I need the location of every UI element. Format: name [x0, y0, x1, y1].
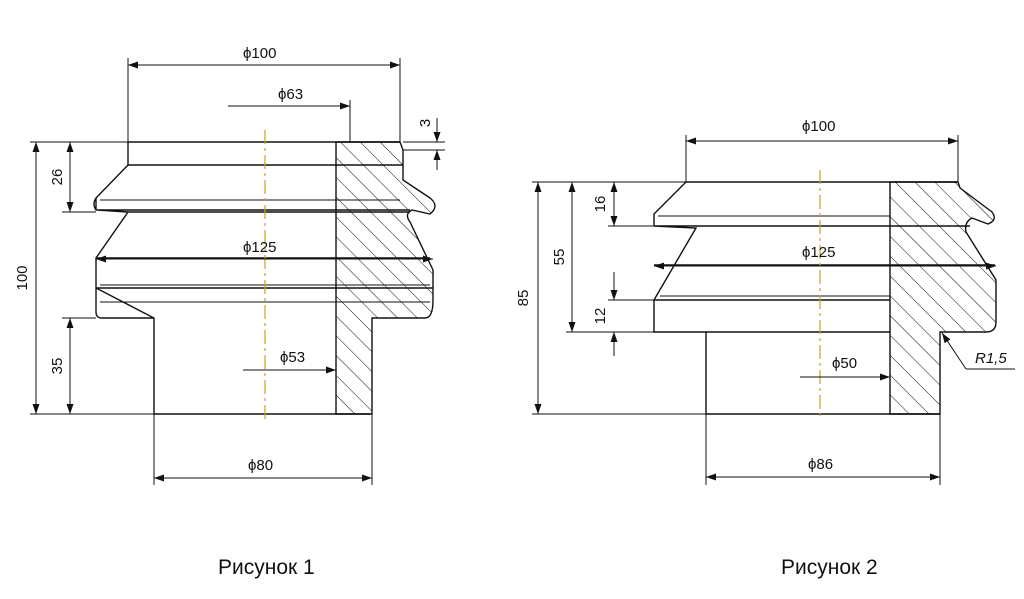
figure-1-dim-d80: ϕ80: [248, 457, 273, 474]
figure-2-dim-h16: 16: [592, 196, 609, 213]
figure-2-dim-h55: 55: [551, 249, 568, 266]
figure-1-dim-d125: ϕ125: [243, 239, 276, 256]
figure-1-dim-d53: ϕ53: [280, 349, 305, 366]
figure-2-dim-h85: 85: [515, 290, 532, 307]
figure-1-dim-h3: 3: [417, 119, 434, 127]
figure-2-dim-d100: ϕ100: [802, 118, 835, 135]
figure-2-dim-d86: ϕ86: [808, 456, 833, 473]
figure-2-groove-lines: [658, 215, 890, 297]
figure-1-dim-d63: ϕ63: [278, 86, 303, 103]
figure-2-dim-d50: ϕ50: [832, 355, 857, 372]
figure-1: ϕ100 ϕ63 3 26 100 35 ϕ125 ϕ53: [14, 45, 445, 579]
figure-1-caption: Рисунок 1: [218, 556, 315, 579]
figure-1-dim-h26: 26: [49, 169, 66, 186]
figure-1-dim-h35: 35: [49, 358, 66, 375]
figure-2-dim-d125: ϕ125: [802, 244, 835, 261]
figure-2: ϕ100 16 55 85 12 ϕ125 ϕ50 R1,5: [515, 118, 1015, 579]
figure-1-dim-h100: 100: [14, 265, 31, 290]
figure-2-dim-h12: 12: [592, 308, 609, 325]
figure-2-caption: Рисунок 2: [781, 556, 878, 579]
figure-2-dim-r15: R1,5: [975, 350, 1007, 367]
figure-1-dim-d100: ϕ100: [243, 45, 276, 62]
figure-2-section: [889, 181, 997, 415]
figure-1-section: [335, 141, 436, 415]
